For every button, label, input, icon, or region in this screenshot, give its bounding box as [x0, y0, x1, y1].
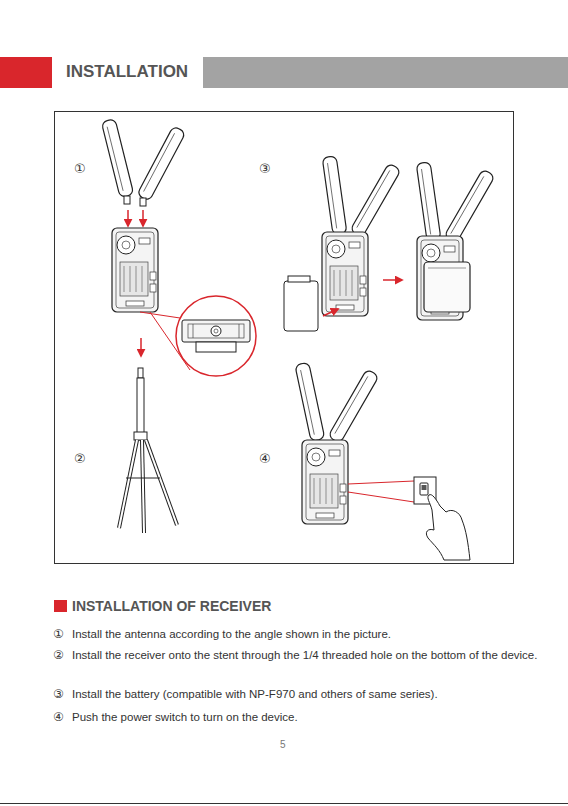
page-number: 5	[280, 738, 286, 752]
section-heading: INSTALLATION OF RECEIVER	[72, 598, 271, 614]
step-number: ①	[53, 624, 64, 644]
step-number: ④	[53, 707, 64, 727]
section-title: INSTALLATION	[66, 62, 188, 82]
callout-number: ①	[74, 161, 86, 177]
step-text: Install the antenna according to the ang…	[72, 624, 542, 644]
step-text: Push the power switch to turn on the dev…	[72, 707, 542, 727]
step-number: ③	[53, 684, 64, 704]
callout-number: ②	[74, 451, 86, 467]
step-text: Install the receiver onto the stent thro…	[72, 645, 542, 665]
step-number: ②	[53, 645, 64, 665]
callout-number: ③	[259, 161, 271, 177]
step-text: Install the battery (compatible with NP-…	[72, 684, 542, 704]
callout-number: ④	[259, 451, 271, 467]
